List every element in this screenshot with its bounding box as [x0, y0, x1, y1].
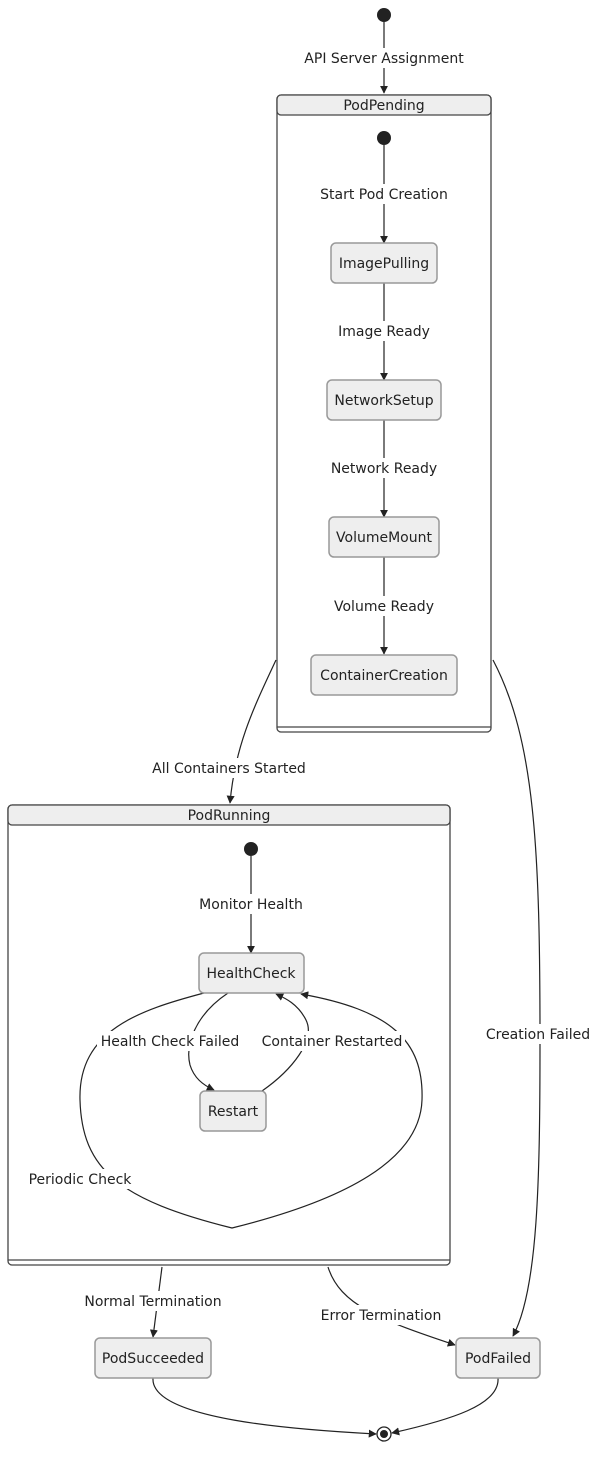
- label-start-pod-creation: Start Pod Creation: [320, 187, 448, 203]
- state-container-creation: ContainerCreation: [310, 654, 458, 696]
- state-volume-mount: VolumeMount: [328, 516, 440, 558]
- label-creation-failed: Creation Failed: [486, 1027, 590, 1043]
- label-health-check-failed: Health Check Failed: [101, 1034, 240, 1050]
- edge-failed-to-end: [391, 1377, 499, 1436]
- state-network-setup-label: NetworkSetup: [334, 393, 433, 409]
- start-point-pending: [377, 131, 391, 145]
- edge-health-check-failed: [188, 992, 229, 1091]
- pod-pending-title: PodPending: [343, 98, 424, 114]
- label-container-restarted: Container Restarted: [262, 1034, 403, 1050]
- edge-creation-failed: [492, 659, 541, 1337]
- start-point-running: [244, 842, 258, 856]
- state-network-setup: NetworkSetup: [326, 379, 442, 421]
- state-image-pulling: ImagePulling: [330, 242, 438, 284]
- label-volume-ready: Volume Ready: [334, 599, 434, 615]
- state-pod-succeeded-label: PodSucceeded: [102, 1351, 204, 1367]
- state-pod-failed-label: PodFailed: [465, 1351, 531, 1367]
- state-pod-failed: PodFailed: [455, 1337, 541, 1379]
- end-point: [376, 1426, 392, 1442]
- label-all-containers-started: All Containers Started: [152, 761, 306, 777]
- label-normal-termination: Normal Termination: [84, 1294, 221, 1310]
- label-periodic-check: Periodic Check: [29, 1172, 133, 1188]
- edge-container-restarted: [261, 993, 309, 1092]
- label-api-server-assignment: API Server Assignment: [304, 51, 464, 67]
- state-image-pulling-label: ImagePulling: [339, 256, 429, 272]
- pod-running-title: PodRunning: [188, 808, 271, 824]
- state-health-check: HealthCheck: [198, 952, 305, 994]
- label-monitor-health: Monitor Health: [199, 897, 303, 913]
- state-volume-mount-label: VolumeMount: [336, 530, 432, 546]
- edge-labels: API Server Assignment Start Pod Creation…: [25, 48, 595, 1325]
- edge-all-containers-started: [226, 659, 277, 804]
- label-network-ready: Network Ready: [331, 461, 437, 477]
- pseudo-states: [244, 8, 392, 1442]
- state-container-creation-label: ContainerCreation: [320, 668, 448, 684]
- label-image-ready: Image Ready: [338, 324, 430, 340]
- state-restart-label: Restart: [208, 1104, 259, 1120]
- edge-periodic-check: [79, 991, 423, 1229]
- label-error-termination: Error Termination: [321, 1308, 442, 1324]
- start-point-top: [377, 8, 391, 22]
- edge-succeeded-to-end: [152, 1377, 377, 1438]
- state-pod-succeeded: PodSucceeded: [94, 1337, 212, 1379]
- state-health-check-label: HealthCheck: [206, 966, 296, 982]
- state-restart: Restart: [199, 1090, 267, 1132]
